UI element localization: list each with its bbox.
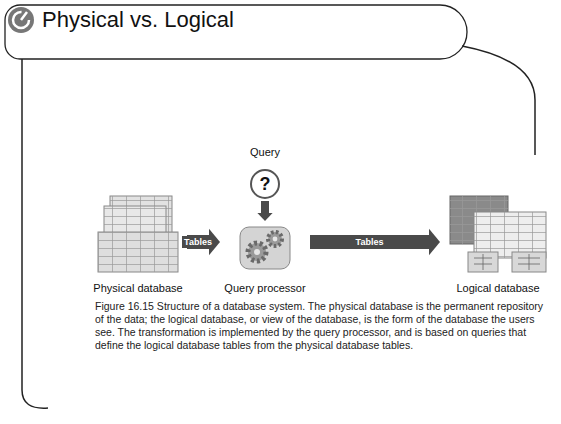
physical-tables-icon [98,196,178,272]
bracket-left [22,59,48,408]
query-label: Query [235,146,295,159]
slide-title: Physical vs. Logical [42,7,234,33]
figure-caption: Figure 16.15 Structure of a database sys… [95,300,550,352]
node-label: Query processor [222,282,308,294]
edge-label: Tables [182,236,214,248]
block-arrow [257,201,272,221]
edge-label: Tables [354,236,386,248]
node-label: Logical database [442,282,554,294]
title-frame [5,5,467,59]
bracket-right [462,46,535,155]
physical-database: Physical database [91,190,185,294]
logo-icon [8,7,34,33]
logical-tables-icon [450,196,546,272]
query-input: Query? [235,142,295,200]
logical-database: Logical database [442,190,554,294]
node-label: Physical database [91,282,185,294]
query-symbol: ? [235,173,295,195]
block-arrow [310,229,440,256]
query-processor: Query processor [222,222,308,294]
gears-icon [240,227,290,269]
